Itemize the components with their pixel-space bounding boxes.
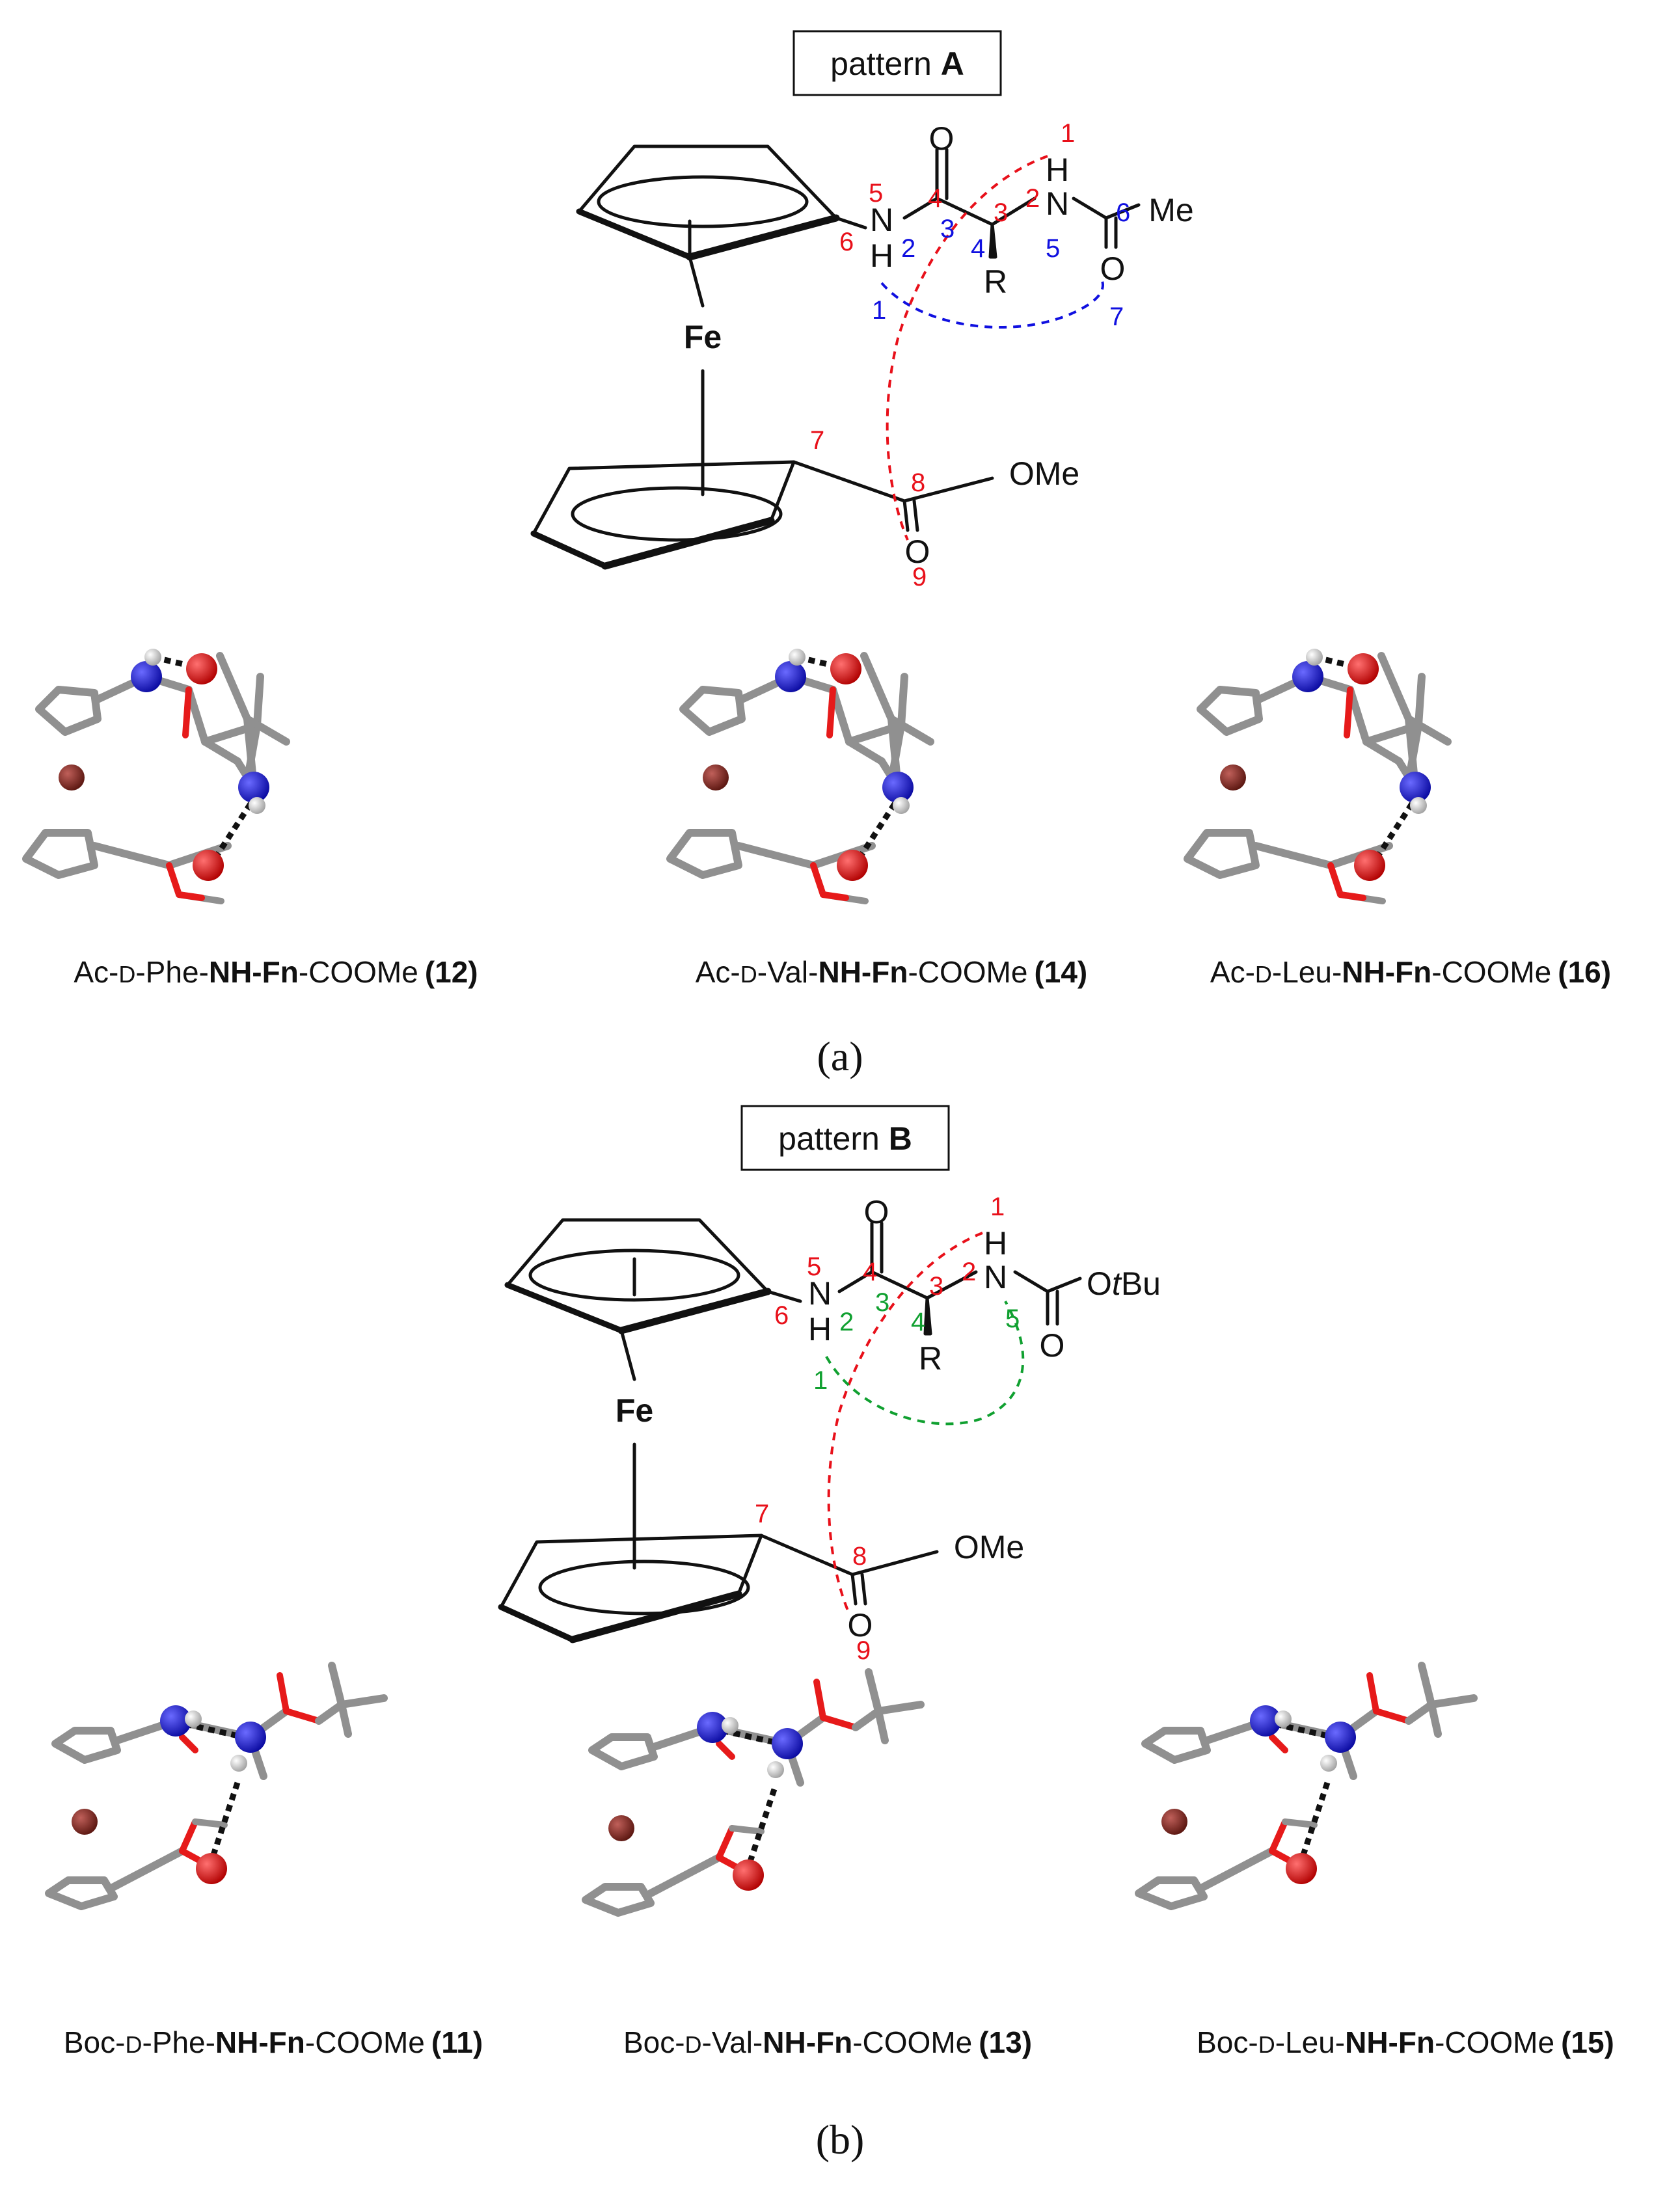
svg-text:4: 4: [863, 1258, 877, 1286]
svg-text:O: O: [1040, 1327, 1065, 1364]
svg-text:O: O: [864, 1194, 889, 1230]
svg-text:O: O: [848, 1607, 873, 1643]
svg-text:4: 4: [911, 1308, 925, 1336]
svg-text:9: 9: [856, 1636, 871, 1665]
svg-text:7: 7: [755, 1500, 769, 1528]
svg-text:R: R: [984, 264, 1007, 300]
svg-text:N: N: [808, 1275, 832, 1312]
compound-labels-b: Boc-D-Phe-NH-Fn-COOMe(11) Boc-D-Val-NH-F…: [64, 2025, 1614, 2059]
svg-text:6: 6: [1116, 198, 1130, 227]
svg-text:5: 5: [1046, 234, 1060, 263]
svg-text:4: 4: [928, 184, 942, 213]
svg-text:2: 2: [839, 1308, 854, 1336]
svg-text:9: 9: [912, 563, 927, 591]
compound-13-label: Boc-D-Val-NH-Fn-COOMe(13): [623, 2025, 1032, 2059]
pattern-b-label: pattern B: [778, 1120, 912, 1157]
svg-text:N: N: [870, 202, 893, 238]
svg-text:H: H: [808, 1311, 832, 1347]
ring-numbers-blue-a: 1 2 3 4 5 6 7: [872, 198, 1130, 331]
svg-text:2: 2: [962, 1258, 976, 1286]
compound-16-label: Ac-D-Leu-NH-Fn-COOMe(16): [1210, 955, 1611, 989]
ring-numbers-red-b: 1 2 3 4 5 6 7 8 9: [755, 1193, 1005, 1665]
ferrocene-a-atoms: Fe O N H H N R O Me OMe O: [684, 120, 1194, 570]
svg-text:H: H: [1046, 152, 1069, 188]
svg-text:2: 2: [901, 234, 915, 263]
model-16: [1187, 649, 1448, 901]
pattern-a-label: pattern A: [830, 46, 964, 82]
compound-labels-a: Ac-D-Phe-NH-Fn-COOMe(12) Ac-D-Val-NH-Fn-…: [74, 955, 1611, 989]
svg-text:Fe: Fe: [684, 319, 722, 355]
otbu-label: OtBu: [1087, 1265, 1161, 1302]
panel-b: pattern B: [49, 1105, 1614, 2163]
model-12: [26, 649, 286, 901]
svg-text:H: H: [984, 1225, 1007, 1262]
hbond-arcs-b: [825, 1232, 1025, 1614]
model-11: [49, 1666, 384, 1906]
svg-text:4: 4: [971, 234, 985, 263]
svg-text:3: 3: [940, 215, 955, 243]
svg-text:2: 2: [1025, 184, 1040, 213]
svg-text:OMe: OMe: [1009, 455, 1079, 492]
panel-a: pattern A: [26, 30, 1611, 1079]
compound-11-label: Boc-D-Phe-NH-Fn-COOMe(11): [64, 2025, 483, 2059]
svg-text:1: 1: [1061, 119, 1075, 148]
svg-text:3: 3: [875, 1288, 889, 1317]
svg-text:5: 5: [1005, 1304, 1020, 1333]
svg-text:Fe: Fe: [616, 1392, 653, 1429]
hbond-arcs-a: [880, 155, 1104, 541]
svg-text:Me: Me: [1148, 192, 1193, 228]
ferrocene-a-structure: [530, 144, 1141, 570]
svg-text:1: 1: [872, 296, 886, 325]
svg-text:8: 8: [852, 1542, 867, 1571]
svg-text:N: N: [984, 1259, 1007, 1295]
model-15: [1139, 1666, 1474, 1906]
svg-text:N: N: [1046, 185, 1069, 222]
svg-text:3: 3: [929, 1272, 943, 1301]
model-14: [670, 649, 930, 901]
svg-text:3: 3: [994, 198, 1008, 227]
svg-text:H: H: [870, 237, 893, 274]
pattern-a-box: [793, 30, 1002, 96]
svg-text:O: O: [905, 534, 930, 570]
caption-a: (a): [817, 1033, 863, 1079]
ring-numbers-green-b: 1 2 3 4 5: [813, 1288, 1020, 1395]
svg-text:R: R: [919, 1340, 942, 1377]
svg-text:1: 1: [813, 1366, 828, 1395]
ring-numbers-red-a: 1 2 3 4 5 6 7 8 9: [810, 119, 1075, 591]
model-13: [586, 1672, 921, 1913]
compound-12-label: Ac-D-Phe-NH-Fn-COOMe(12): [74, 955, 478, 989]
svg-text:5: 5: [807, 1252, 821, 1281]
svg-text:1: 1: [990, 1193, 1005, 1221]
svg-text:OMe: OMe: [954, 1529, 1024, 1565]
svg-text:6: 6: [774, 1301, 789, 1330]
caption-b: (b): [816, 2116, 865, 2163]
svg-text:5: 5: [869, 179, 883, 208]
compound-15-label: Boc-D-Leu-NH-Fn-COOMe(15): [1197, 2025, 1614, 2059]
pattern-b-box: [740, 1105, 950, 1171]
ferrocene-b-atoms: Fe O N H H N R O OtBu OMe O: [616, 1194, 1161, 1643]
svg-text:6: 6: [839, 228, 854, 256]
compound-14-label: Ac-D-Val-NH-Fn-COOMe(14): [696, 955, 1088, 989]
ferrocene-b-structure: [498, 1218, 1082, 1643]
svg-text:7: 7: [810, 426, 824, 455]
svg-text:7: 7: [1109, 303, 1124, 331]
svg-text:O: O: [1100, 250, 1126, 287]
svg-text:8: 8: [911, 468, 925, 497]
svg-text:O: O: [929, 120, 955, 157]
